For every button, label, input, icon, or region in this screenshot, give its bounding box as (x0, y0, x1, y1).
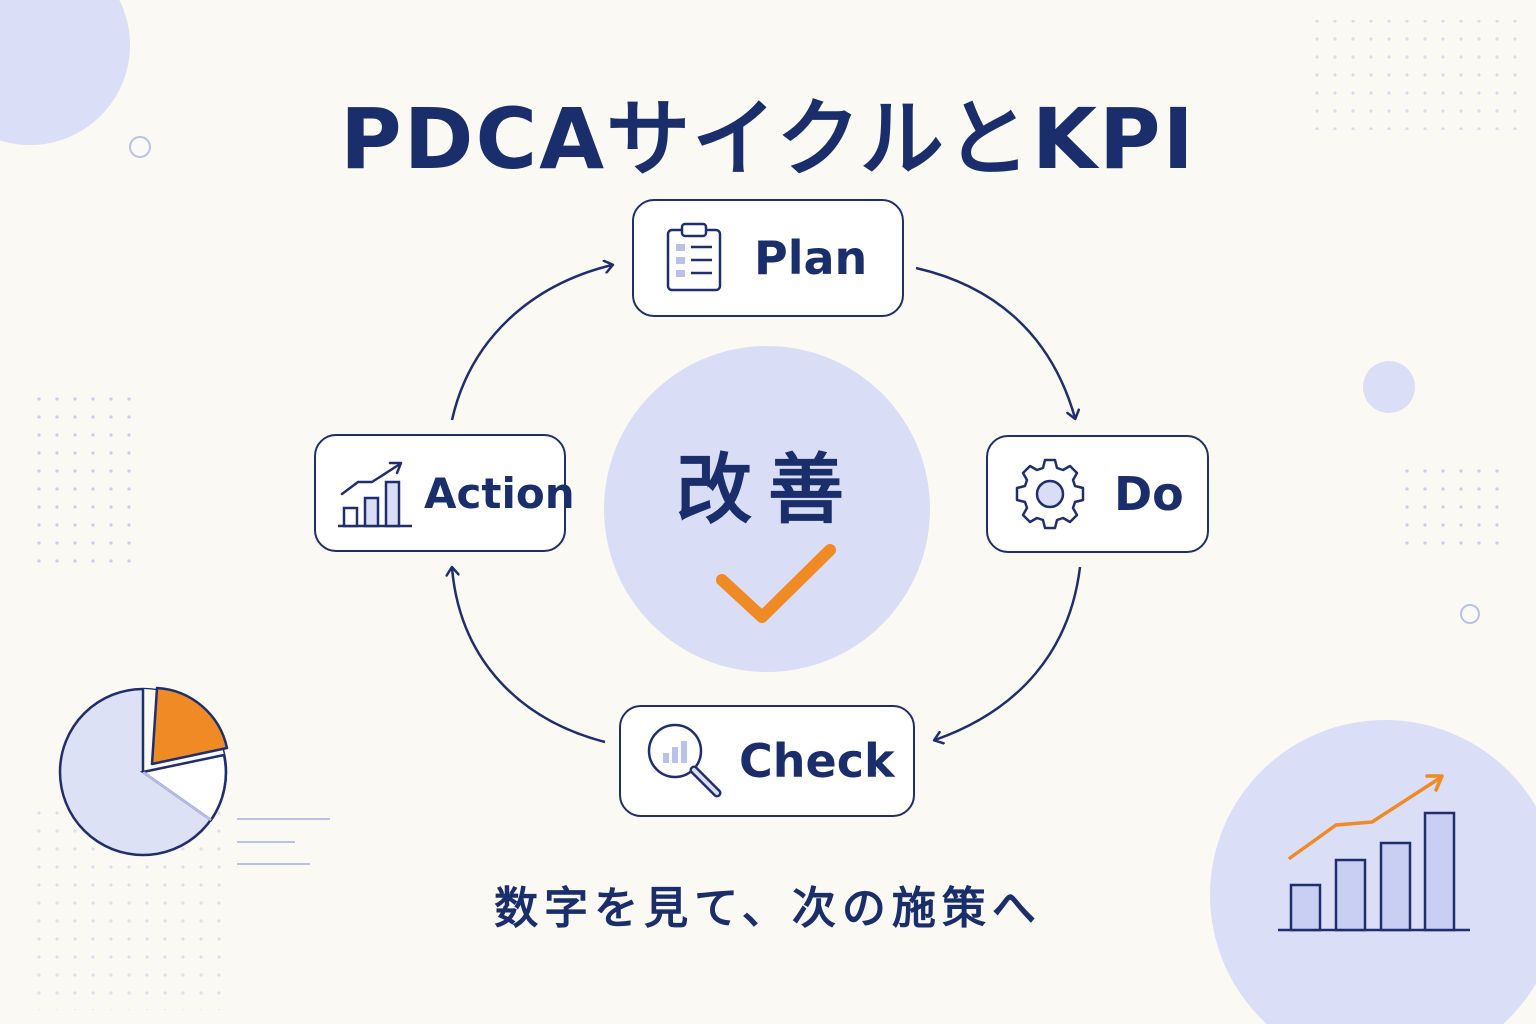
arrow-action-to-plan (450, 265, 612, 421)
subtitle: 数字を見て、次の施策へ (494, 883, 1042, 934)
decor-blob-top-left (0, 0, 130, 145)
trend-bar-chart-icon (1278, 774, 1470, 932)
stage-check-label: Check (739, 734, 895, 788)
decor-ring-top-left (129, 136, 151, 158)
dot-grid-left (25, 390, 145, 575)
clipboard-checklist-icon (666, 222, 722, 292)
center-circle (604, 346, 930, 672)
decor-dot-right (1363, 361, 1415, 413)
gear-icon (1015, 458, 1085, 530)
stage-plan: Plan (632, 199, 904, 317)
stage-plan-label: Plan (754, 231, 868, 285)
arrow-plan-to-do (915, 266, 1075, 418)
page-title: PDCAサイクルとKPI (340, 90, 1196, 188)
pie-chart-icon (58, 686, 229, 857)
dot-grid-top-right (1315, 20, 1525, 130)
stage-check: Check (619, 705, 915, 817)
decor-blob-bottom-right (1210, 720, 1536, 1024)
arrow-do-to-check (935, 566, 1082, 740)
stage-do-label: Do (1114, 467, 1184, 521)
decor-ring-right (1460, 604, 1480, 624)
stage-action: Action (314, 434, 575, 552)
growth-bar-chart-icon (338, 461, 412, 528)
stage-do: Do (986, 435, 1209, 553)
dot-grid-right (1395, 460, 1500, 550)
arrow-check-to-action (452, 568, 606, 744)
stage-action-label: Action (424, 468, 575, 518)
magnifier-chart-icon (647, 723, 722, 798)
checkmark-icon (716, 544, 836, 623)
center-label: 改善 (676, 445, 860, 534)
